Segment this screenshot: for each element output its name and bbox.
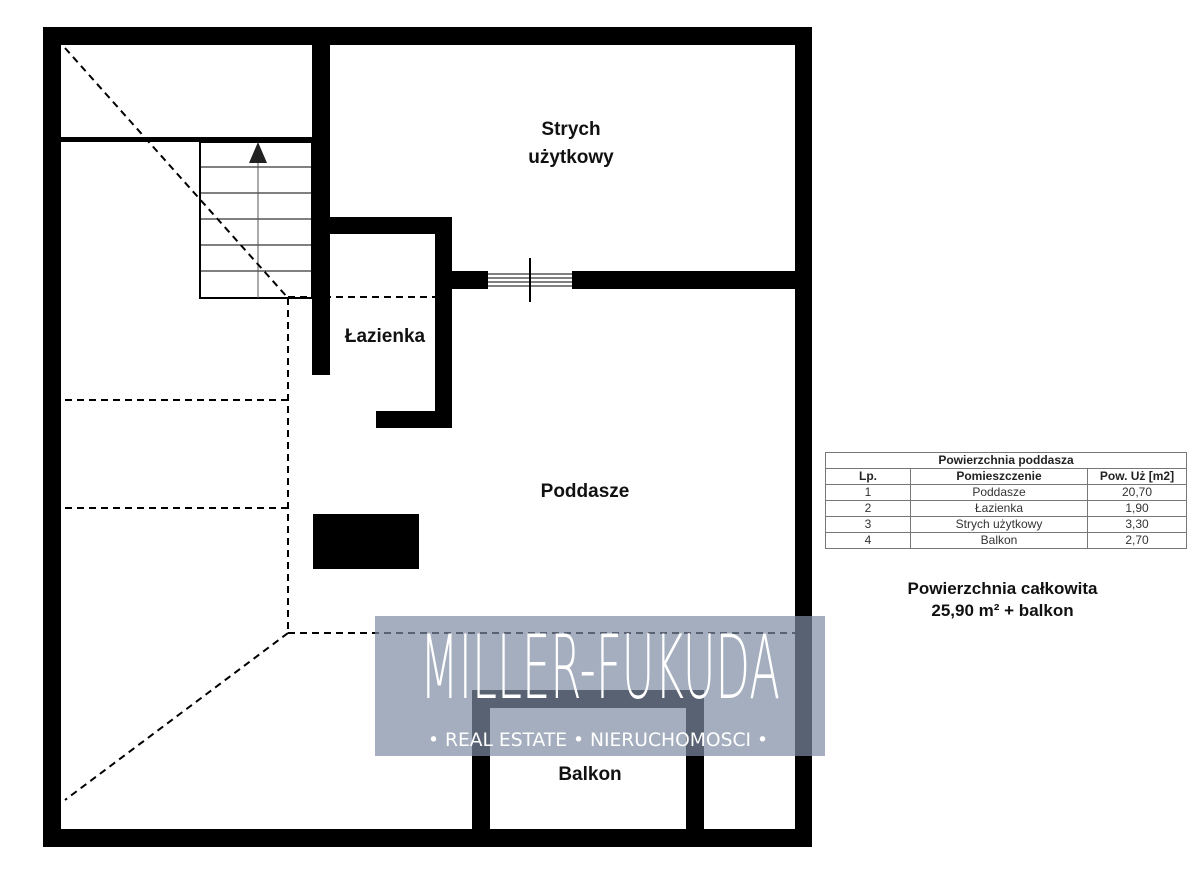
room-label-lazienka: Łazienka <box>345 326 426 347</box>
cell: 2 <box>825 500 911 517</box>
watermark-brand: MILLER-FUKUDA <box>420 616 780 719</box>
cell: Strych użytkowy <box>910 516 1088 533</box>
cell: Balkon <box>910 532 1088 549</box>
cell: 3,30 <box>1087 516 1187 533</box>
window <box>488 258 572 302</box>
stair-arrow-icon <box>249 142 267 163</box>
room-label-strych: Strych <box>541 119 600 140</box>
col-header: Pomieszczenie <box>910 468 1088 485</box>
cell: 1,90 <box>1087 500 1187 517</box>
total-area: Powierzchnia całkowita 25,90 m² + balkon <box>860 578 1145 622</box>
area-table: Powierzchnia poddasza Lp. Pomieszczenie … <box>825 452 1187 549</box>
table-title: Powierzchnia poddasza <box>825 452 1187 469</box>
room-label-strych-2: użytkowy <box>528 147 614 168</box>
cell: Poddasze <box>910 484 1088 501</box>
watermark-tagline: • REAL ESTATE • NIERUCHOMOSCI • <box>428 729 768 751</box>
room-label-balkon: Balkon <box>558 764 621 785</box>
cell: 1 <box>825 484 911 501</box>
closet-wall <box>61 137 313 142</box>
bathroom-walls <box>330 217 795 428</box>
total-area-value: 25,90 m² + balkon <box>931 601 1074 620</box>
interior-wall <box>312 45 330 375</box>
col-header: Pow. Uż [m2] <box>1087 468 1187 485</box>
watermark-logo: MILLER-FUKUDA • REAL ESTATE • NIERUCHOMO… <box>375 616 825 756</box>
col-header: Lp. <box>825 468 911 485</box>
cell: Łazienka <box>910 500 1088 517</box>
cell: 20,70 <box>1087 484 1187 501</box>
cell: 4 <box>825 532 911 549</box>
total-area-label: Powierzchnia całkowita <box>907 579 1098 598</box>
chimney <box>313 514 419 569</box>
room-label-poddasze: Poddasze <box>541 481 630 502</box>
cell: 3 <box>825 516 911 533</box>
cell: 2,70 <box>1087 532 1187 549</box>
